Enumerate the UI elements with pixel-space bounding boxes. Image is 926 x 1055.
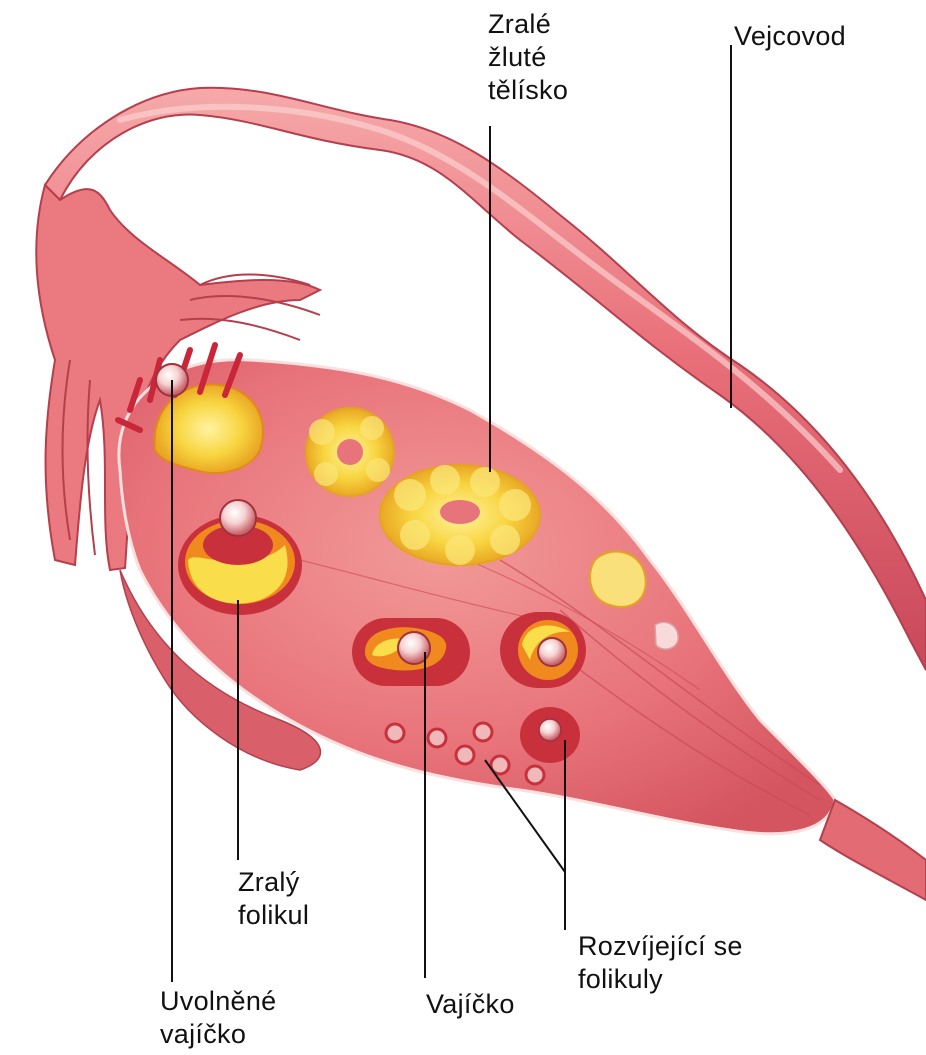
follicle-right <box>500 612 586 688</box>
mature-follicle-egg <box>220 500 256 536</box>
label-oviduct: Vejcovod <box>734 20 846 53</box>
corpus-luteum-young <box>306 408 394 496</box>
label-mature-follicle: Zralý folikul <box>238 866 309 932</box>
follicle-middle <box>352 618 470 686</box>
label-egg: Vajíčko <box>426 988 515 1021</box>
corpus-luteum-mature <box>380 465 540 565</box>
label-mature-corpus-luteum: Zralé žluté tělísko <box>488 8 568 107</box>
label-released-egg: Uvolněné vajíčko <box>160 985 276 1051</box>
label-developing-follicles: Rozvíjející se folikuly <box>578 930 743 996</box>
